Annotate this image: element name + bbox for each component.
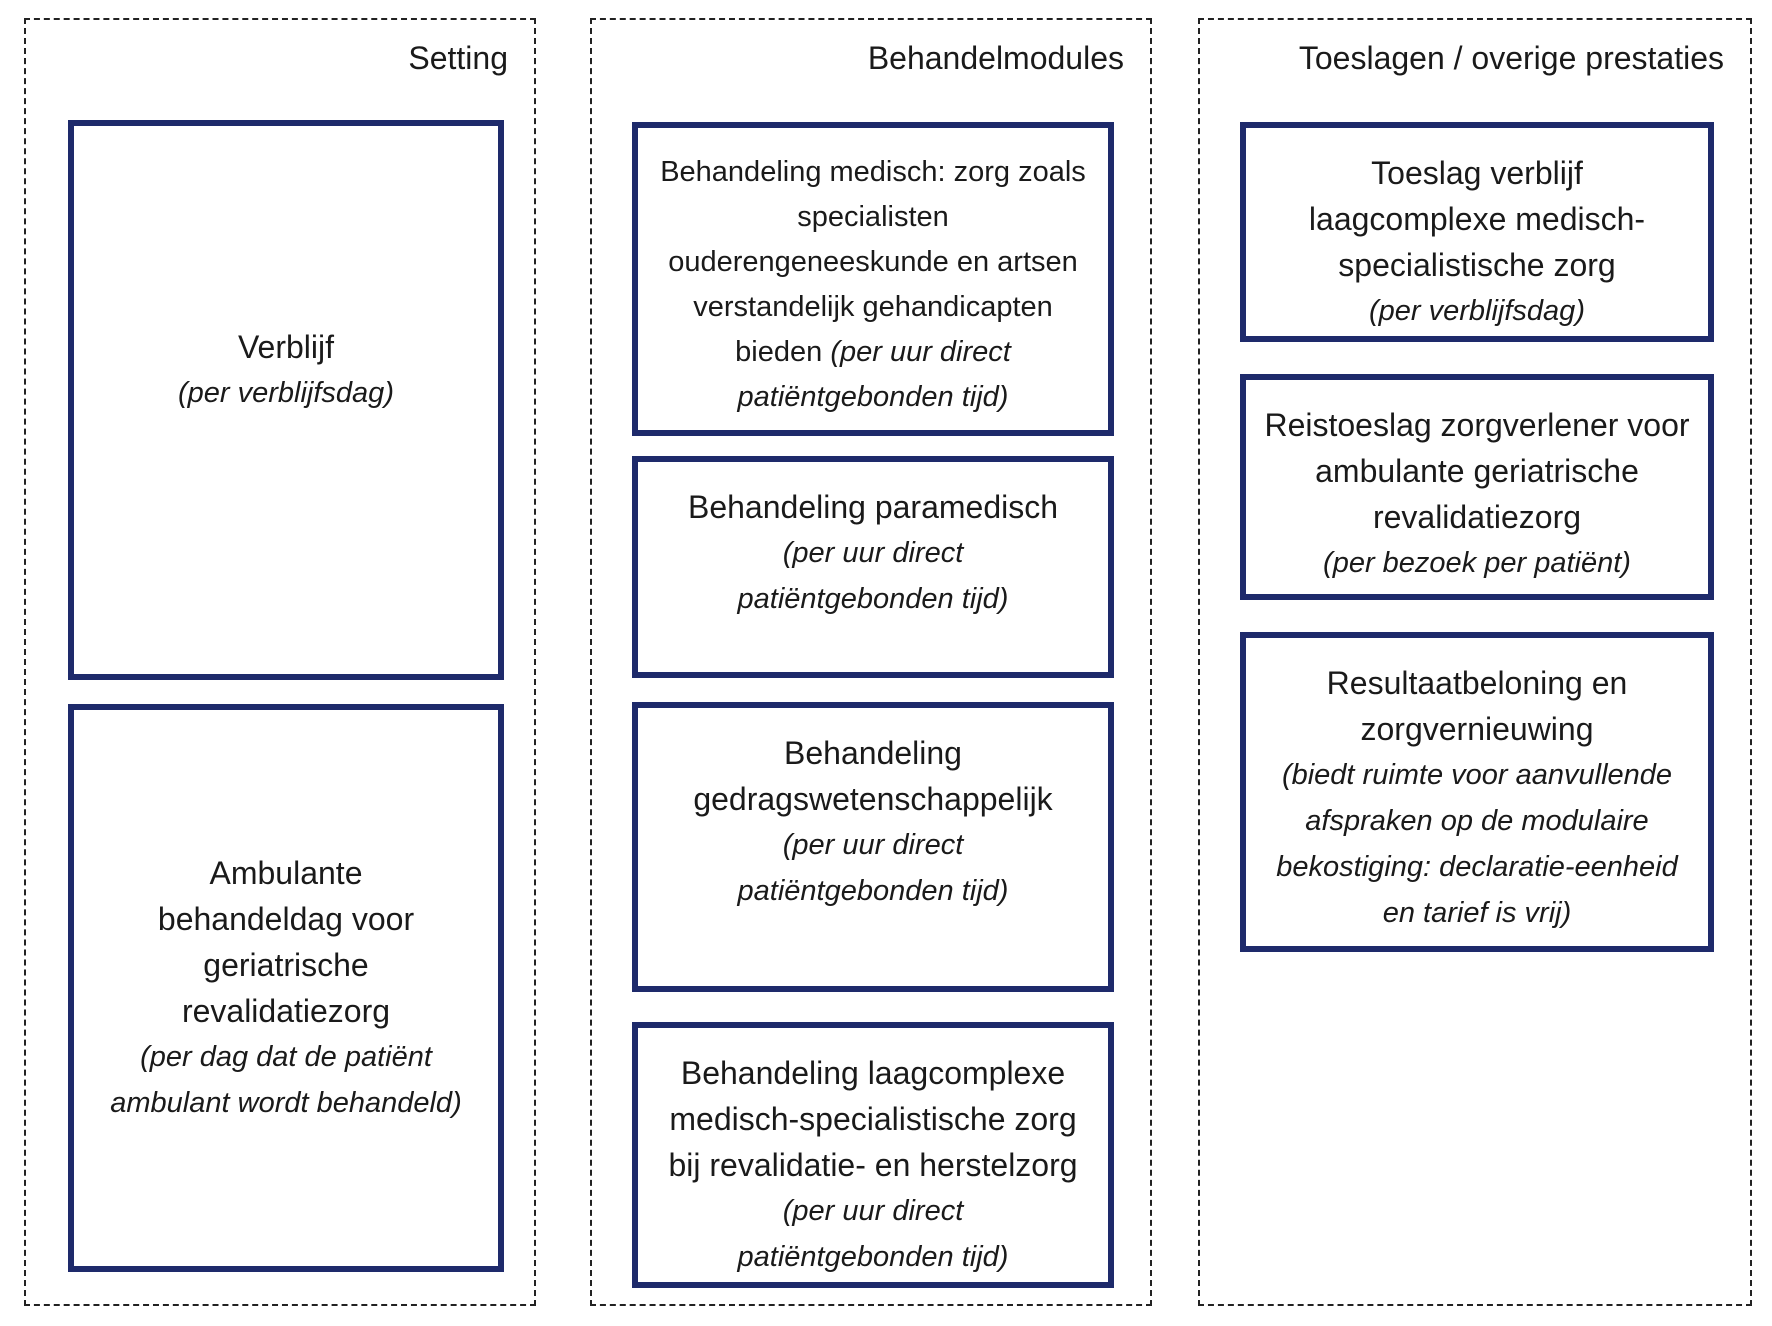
behandelmodules-header: Behandelmodules [867, 40, 1124, 76]
setting-header: Setting [408, 40, 508, 76]
resultaatbeloning-title: Resultaatbeloning en zorgvernieuwing [1326, 665, 1628, 747]
ambulante-behandeldag-box: Ambulante behandeldag voor geriatrische … [68, 704, 504, 1272]
behandeling-medisch-subtitle: (per uur direct patiëntgebonden tijd) [737, 336, 1011, 413]
verblijf-title: Verblijf [237, 329, 335, 365]
verblijf-box: Verblijf (per verblijfsdag) [68, 120, 504, 680]
behandeling-medisch-title: Behandeling medisch: zorg zoals speciali… [656, 150, 1090, 420]
behandeling-paramedisch-title: Behandeling paramedisch [687, 489, 1059, 525]
toeslagen-header: Toeslagen / overige prestaties [1298, 40, 1724, 76]
behandeling-laagcomplexe-title: Behandeling laagcomplexe medisch-special… [668, 1055, 1078, 1183]
behandeling-gedragswetenschappelijk-box: Behandeling gedragswetenschappelijk (per… [632, 702, 1114, 992]
behandelmodules-column: Behandelmodules Behandeling medisch: zor… [590, 18, 1152, 1306]
setting-column: Setting Verblijf (per verblijfsdag) Ambu… [24, 18, 536, 1306]
behandeling-medisch-text: Behandeling medisch: zorg zoals speciali… [660, 156, 1086, 368]
resultaatbeloning-subtitle: (biedt ruimte voor aanvullende afspraken… [1276, 759, 1678, 929]
behandeling-laagcomplexe-subtitle: (per uur direct patiëntgebonden tijd) [737, 1195, 1009, 1273]
toeslag-verblijf-subtitle: (per verblijfsdag) [1369, 295, 1585, 327]
behandeling-gedragswetenschappelijk-title: Behandeling gedragswetenschappelijk [693, 735, 1053, 817]
behandeling-laagcomplexe-box: Behandeling laagcomplexe medisch-special… [632, 1022, 1114, 1288]
reistoeslag-subtitle: (per bezoek per patiënt) [1323, 547, 1631, 579]
reistoeslag-box: Reistoeslag zorgverlener voor ambulante … [1240, 374, 1714, 600]
behandeling-paramedisch-box: Behandeling paramedisch (per uur direct … [632, 456, 1114, 678]
behandeling-gedragswetenschappelijk-subtitle: (per uur direct patiëntgebonden tijd) [737, 829, 1009, 907]
reistoeslag-title: Reistoeslag zorgverlener voor ambulante … [1264, 407, 1690, 535]
resultaatbeloning-box: Resultaatbeloning en zorgvernieuwing (bi… [1240, 632, 1714, 952]
behandeling-medisch-box: Behandeling medisch: zorg zoals speciali… [632, 122, 1114, 436]
toeslagen-column: Toeslagen / overige prestaties Toeslag v… [1198, 18, 1752, 1306]
ambulante-behandeldag-title: Ambulante behandeldag voor geriatrische … [157, 855, 415, 1029]
ambulante-behandeldag-subtitle: (per dag dat de patiënt ambulant wordt b… [110, 1041, 462, 1119]
behandeling-paramedisch-subtitle: (per uur direct patiëntgebonden tijd) [737, 537, 1009, 615]
toeslag-verblijf-title: Toeslag verblijf laagcomplexe medisch-sp… [1308, 155, 1646, 283]
toeslag-verblijf-box: Toeslag verblijf laagcomplexe medisch-sp… [1240, 122, 1714, 342]
verblijf-subtitle: (per verblijfsdag) [178, 377, 394, 409]
